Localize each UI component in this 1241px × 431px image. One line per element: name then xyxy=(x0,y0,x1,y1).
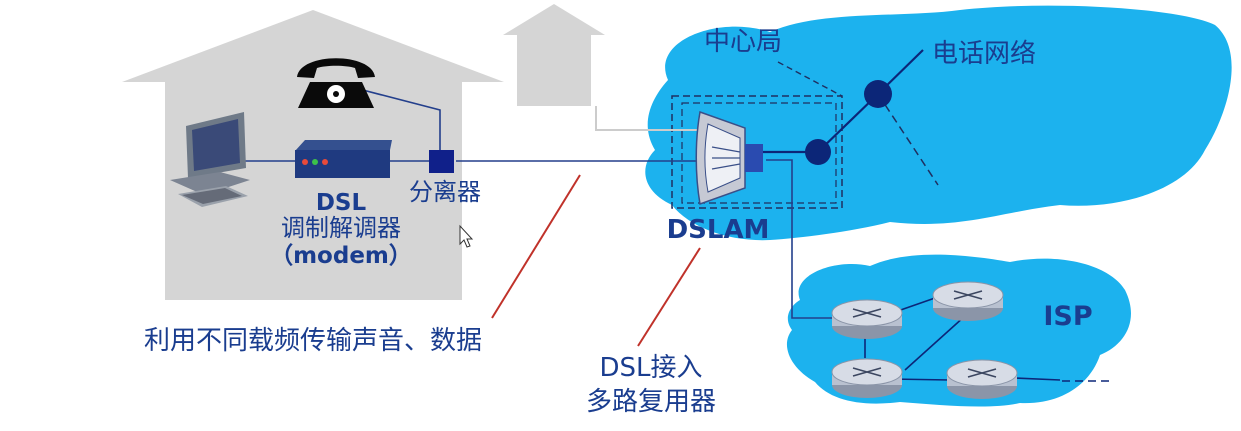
switch-dashed-link xyxy=(877,93,939,186)
splitter-icon xyxy=(429,150,454,173)
house-links xyxy=(244,87,700,162)
small-house xyxy=(503,4,605,106)
telephone-icon xyxy=(297,58,375,108)
mouse-cursor-icon xyxy=(459,224,474,248)
central-office-outer-box xyxy=(671,95,843,209)
isp-label: ISP xyxy=(1043,301,1092,332)
frequency-note: 利用不同载频传输声音、数据 xyxy=(144,326,482,356)
splitter-label: 分离器 xyxy=(409,178,481,206)
dsl-modem-label-line3: （modem） xyxy=(270,242,412,269)
small-house-line xyxy=(595,106,700,131)
router-icon xyxy=(946,359,1018,399)
router-icon xyxy=(831,299,903,339)
dslam-icon xyxy=(695,110,763,206)
dslam-label: DSLAM xyxy=(667,215,770,245)
dslam-annotation-line xyxy=(637,247,701,347)
phone-network-label: 电话网络 xyxy=(932,39,1036,69)
dsl-modem-icon xyxy=(295,140,392,178)
central-office-pointer xyxy=(777,61,843,97)
dslam-isp-link xyxy=(766,159,840,319)
dsl-modem-label-line1: DSL xyxy=(316,190,367,216)
central-office-inner-box xyxy=(681,102,837,204)
phone-switch-node xyxy=(805,139,831,165)
frequency-annotation-line xyxy=(491,174,581,319)
router-icon xyxy=(932,281,1004,321)
central-office-label: 中心局 xyxy=(704,27,782,57)
dslam-description-line2: 多路复用器 xyxy=(586,387,716,417)
dsl-modem-label-line2: 调制解调器 xyxy=(281,214,401,242)
dslam-description-line1: DSL接入 xyxy=(599,353,702,383)
phone-switch-node xyxy=(864,80,892,108)
computer-icon xyxy=(170,112,250,207)
router-icon xyxy=(831,358,903,398)
